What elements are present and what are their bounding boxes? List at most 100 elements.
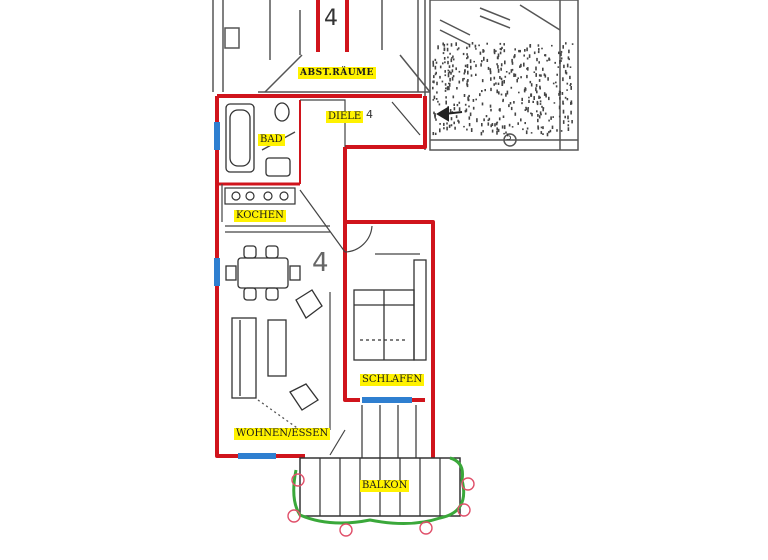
stipple-dot <box>490 77 492 81</box>
stipple-dot <box>434 132 437 135</box>
stipple-dot <box>538 79 541 82</box>
stipple-dot <box>447 69 450 72</box>
stipple-dot <box>524 88 527 91</box>
stipple-dot <box>499 48 502 50</box>
stipple-dot <box>508 123 511 127</box>
stipple-dot <box>455 115 458 119</box>
stipple-dot <box>550 116 552 120</box>
stipple-dot <box>530 132 533 134</box>
room-label-schlafen: SCHLAFEN <box>360 374 425 386</box>
diele-suffix: 4 <box>366 108 373 121</box>
stipple-dot <box>456 87 458 90</box>
stipple-dot <box>458 120 460 124</box>
stipple-dot <box>446 47 449 52</box>
stipple-dot <box>558 51 560 55</box>
stipple-dot <box>443 47 446 52</box>
stair-stipple <box>432 42 574 137</box>
stipple-dot <box>444 89 447 92</box>
stipple-dot <box>526 74 528 79</box>
stipple-dot <box>456 48 459 51</box>
stipple-dot <box>554 61 556 64</box>
stipple-dot <box>485 115 488 118</box>
stipple-dot <box>541 105 543 108</box>
wardrobe <box>413 259 427 361</box>
stipple-dot <box>568 58 570 61</box>
stipple-dot <box>462 52 465 56</box>
stipple-dot <box>455 67 457 71</box>
stipple-dot <box>516 79 518 83</box>
stipple-dot <box>571 120 573 124</box>
plant-icon <box>291 473 305 487</box>
stipple-dot <box>542 107 544 112</box>
stipple-dot <box>524 109 527 111</box>
stipple-dot <box>537 118 539 123</box>
unit-number-main: 4 <box>312 248 329 278</box>
stipple-dot <box>496 131 498 135</box>
stipple-dot <box>560 50 563 53</box>
stipple-dot <box>453 103 455 106</box>
stipple-dot <box>442 62 444 65</box>
stipple-dot <box>491 123 494 126</box>
stipple-dot <box>493 83 495 86</box>
stipple-dot <box>566 82 569 85</box>
armchair-bottom <box>289 383 319 411</box>
stipple-dot <box>517 77 519 80</box>
stipple-dot <box>536 110 538 113</box>
stipple-dot <box>495 122 498 126</box>
stipple-dot <box>562 109 565 114</box>
stipple-dot <box>544 112 547 115</box>
stipple-dot <box>486 58 489 62</box>
stipple-dot <box>457 119 459 122</box>
stipple-dot <box>444 61 446 64</box>
stipple-dot <box>505 93 507 97</box>
stipple-dot <box>556 129 558 132</box>
stipple-dot <box>448 65 451 68</box>
stipple-dot <box>562 120 565 124</box>
stipple-dot <box>566 89 568 91</box>
stipple-dot <box>446 126 448 131</box>
stipple-dot <box>540 74 542 77</box>
stipple-dot <box>437 45 439 50</box>
stipple-dot <box>480 63 482 67</box>
stipple-dot <box>562 45 564 49</box>
stipple-dot <box>448 124 451 128</box>
stipple-dot <box>495 50 497 52</box>
stipple-dot <box>557 66 560 68</box>
living-furniture <box>231 289 323 431</box>
stipple-dot <box>544 74 547 78</box>
stipple-dot <box>570 101 572 105</box>
stipple-dot <box>545 93 547 98</box>
sink <box>265 157 291 177</box>
stipple-dot <box>535 73 537 77</box>
stipple-dot <box>469 59 472 64</box>
stipple-dot <box>513 101 515 104</box>
stipple-dot <box>543 92 546 96</box>
entrance-arrow-icon <box>436 106 463 122</box>
stipple-dot <box>445 100 447 105</box>
stipple-dot <box>434 115 436 119</box>
stipple-dot <box>562 77 564 82</box>
stipple-dot <box>432 132 435 136</box>
stipple-dot <box>470 74 473 77</box>
stipple-dot <box>542 126 544 130</box>
stipple-dot <box>447 72 450 74</box>
stipple-dot <box>481 123 483 127</box>
stipple-dot <box>463 94 466 97</box>
stipple-dot <box>480 131 483 136</box>
stipple-dot <box>474 44 477 48</box>
upper-walls <box>316 0 349 52</box>
stipple-dot <box>566 63 569 68</box>
stipple-dot <box>501 125 504 129</box>
stipple-dot <box>529 80 532 84</box>
stipple-dot <box>560 130 563 132</box>
stipple-dot <box>530 112 532 115</box>
stipple-dot <box>502 100 504 103</box>
stipple-dot <box>447 74 450 78</box>
stipple-dot <box>498 117 501 121</box>
upper-structure <box>212 0 579 151</box>
stipple-dot <box>458 107 461 112</box>
stipple-dot <box>432 99 435 101</box>
stipple-dot <box>464 110 467 113</box>
window-bad <box>214 122 220 150</box>
stipple-dot <box>483 118 485 122</box>
